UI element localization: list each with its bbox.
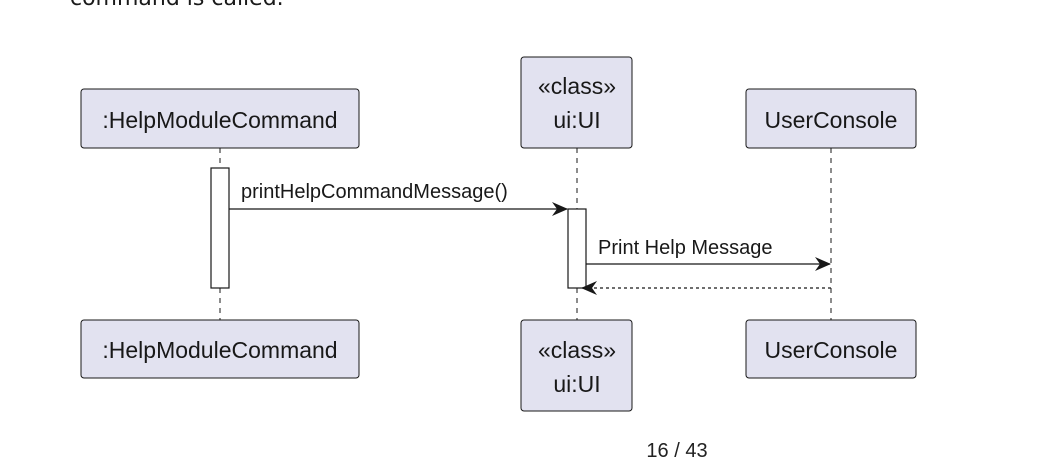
participant-box [80,319,360,379]
message-print-help-message: Print Help Message [586,237,831,271]
participant-box [745,319,917,379]
participant-name: ui:UI [553,107,600,133]
participant-name: UserConsole [765,107,898,133]
participant-help-module-command-bottom: :HelpModuleCommand [80,319,360,379]
participant-ui-top: «class» ui:UI [520,56,633,149]
activation-help-module-command [210,167,230,289]
participant-stereotype: «class» [538,73,616,99]
participant-ui-bottom: «class» ui:UI [520,319,633,412]
participant-name: UserConsole [765,337,898,363]
message-label: Print Help Message [598,237,773,259]
page-indicator: 16 / 43 [646,440,708,462]
participant-box [80,88,360,149]
participant-stereotype: «class» [538,337,616,363]
message-label: printHelpCommandMessage() [241,181,508,203]
participant-name: :HelpModuleCommand [102,337,337,363]
participant-name: :HelpModuleCommand [102,107,337,133]
participant-help-module-command-top: :HelpModuleCommand [80,88,360,149]
intro-text: command is called. [70,0,284,11]
participant-box [520,56,633,149]
participant-name: ui:UI [553,371,600,397]
message-print-help-command: printHelpCommandMessage() [229,181,568,216]
participant-user-console-bottom: UserConsole [745,319,917,379]
activation-ui [567,208,587,289]
participant-box [745,88,917,149]
participant-user-console-top: UserConsole [745,88,917,149]
participant-box [520,319,633,412]
